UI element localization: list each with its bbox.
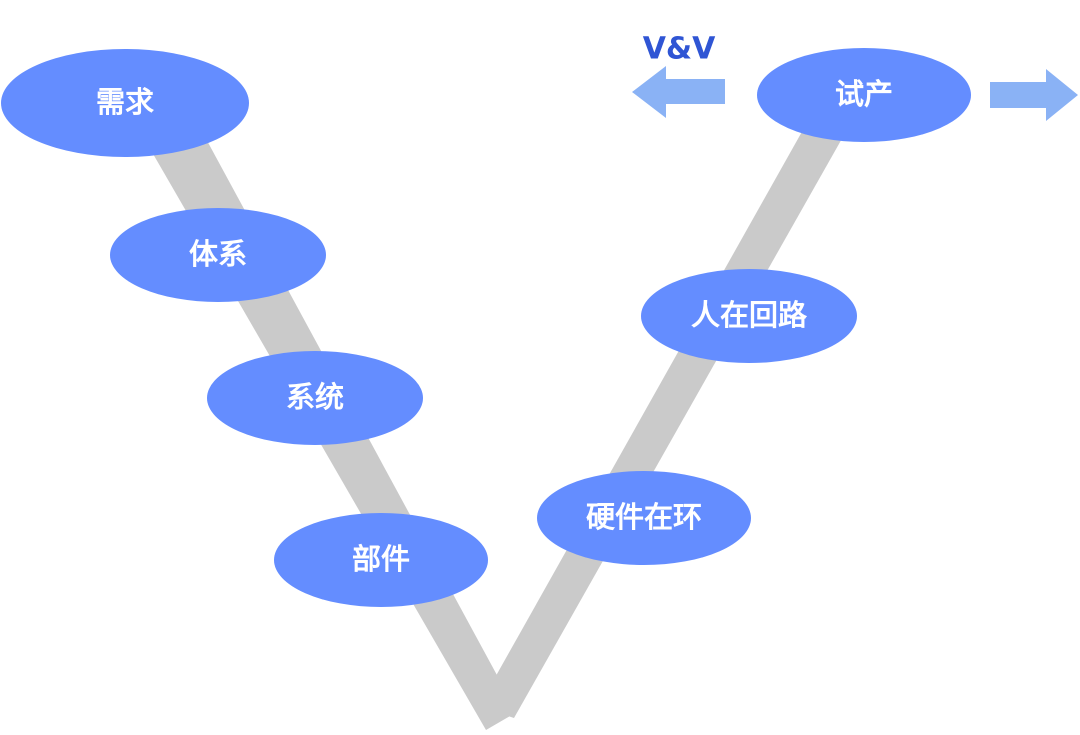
node-system: 系统 [207,351,423,445]
node-label-architecture: 体系 [189,237,247,271]
node-component: 部件 [274,513,488,607]
node-hil: 硬件在环 [537,471,751,565]
arrow-right-icon [990,69,1078,121]
node-label-component: 部件 [352,542,410,576]
node-label-pilot-production: 试产 [835,77,893,111]
vv-label: V&V [643,32,716,67]
node-label-hil: 硬件在环 [586,500,702,534]
node-label-mil: 人在回路 [691,298,808,332]
node-mil: 人在回路 [641,269,857,363]
node-pilot-production: 试产 [757,48,971,142]
node-label-requirement: 需求 [96,85,154,119]
arrow-left-icon [632,66,725,118]
node-requirement: 需求 [1,49,249,157]
node-label-system: 系统 [286,380,344,414]
node-architecture: 体系 [110,208,326,302]
v-track-right-arm [479,121,848,718]
